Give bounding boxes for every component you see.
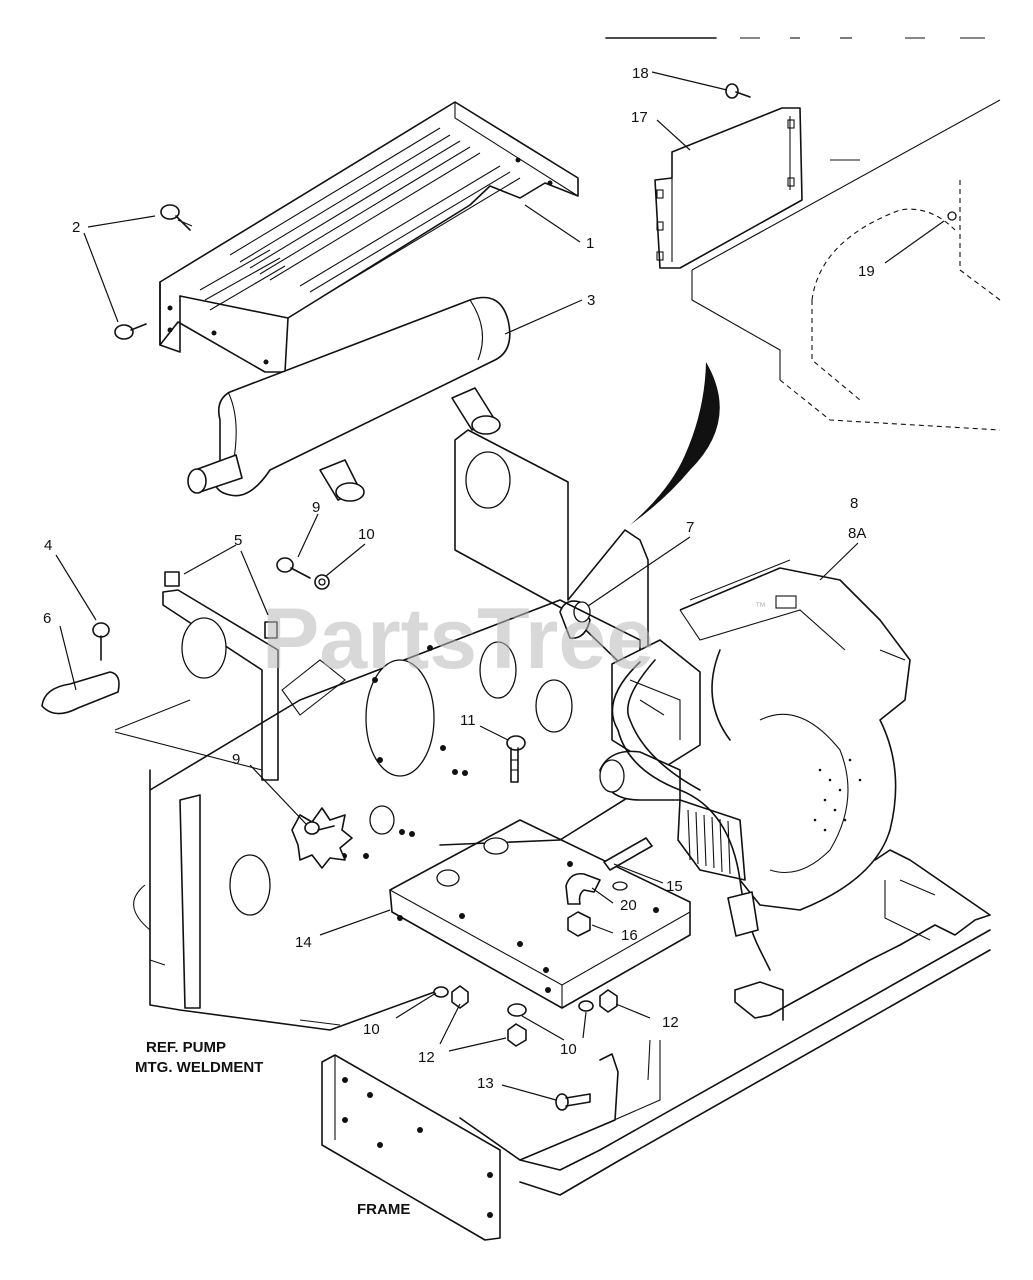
callout-10-upper: 10 (358, 526, 375, 543)
clip-5-right (264, 621, 278, 639)
callout-4: 4 (44, 537, 52, 554)
washer-10-right (578, 1000, 594, 1012)
captions: REF. PUMP MTG. WELDMENT FRAME (135, 1039, 410, 1218)
callout-1: 1 (586, 235, 594, 252)
heat-shield (159, 101, 579, 373)
pump-mounting-weldment (133, 599, 641, 1031)
callout-9-lower: 9 (232, 751, 240, 768)
callout-17: 17 (631, 109, 648, 126)
callout-7: 7 (686, 519, 694, 536)
callout-8: 8 (850, 495, 858, 512)
engine (599, 559, 911, 971)
callout-13: 13 (477, 1075, 494, 1092)
washer-10-middle (507, 1003, 527, 1017)
callout-15: 15 (666, 878, 683, 895)
callout-19: 19 (858, 263, 875, 280)
callout-16: 16 (621, 927, 638, 944)
mounting-plate-17 (654, 107, 803, 269)
shield-slots (199, 127, 521, 311)
muffler (187, 296, 511, 502)
washer-10-left (433, 986, 449, 998)
bolt-4 (92, 622, 110, 661)
caption-frame: FRAME (357, 1201, 410, 1218)
screw-2-upper (160, 204, 193, 231)
callout-6: 6 (43, 610, 51, 627)
watermark-text: PartsTree (262, 591, 654, 687)
nut-10-upper (314, 574, 330, 590)
callout-14: 14 (295, 934, 312, 951)
callout-12-left: 12 (418, 1049, 435, 1066)
tube-6 (41, 671, 120, 715)
clip-5-left (164, 571, 180, 587)
callout-11: 11 (460, 712, 476, 729)
mounting-bracket-14 (389, 819, 691, 1009)
callout-labels: 1 2 3 4 5 6 7 8 8A 9 9 10 10 10 11 12 12… (43, 65, 875, 1092)
muffler-bracket (114, 429, 649, 781)
nut-12-right (599, 989, 618, 1013)
engine-housing-outline (691, 99, 1001, 431)
bolt-11 (506, 735, 526, 783)
callout-8a: 8A (848, 525, 866, 542)
pin-15 (603, 837, 653, 871)
caption-ref-pump: REF. PUMP (146, 1039, 226, 1056)
callout-20: 20 (620, 897, 637, 914)
bolt-18 (725, 83, 751, 99)
screw-2-lower (114, 323, 147, 340)
nut-16 (567, 911, 591, 937)
direction-arrow (630, 362, 720, 525)
bolt-9-upper (276, 557, 311, 579)
watermark-trademark: ™ (755, 601, 766, 613)
leader-lines (55, 71, 945, 1101)
bolt-13 (555, 1093, 591, 1111)
callout-10-right: 10 (560, 1041, 577, 1058)
bolt-9-lower (291, 807, 353, 869)
callout-2: 2 (72, 219, 80, 236)
nut-12-left (451, 985, 469, 1009)
callout-9-upper: 9 (312, 499, 320, 516)
elbow-fitting-20 (565, 872, 628, 905)
callout-12-right: 12 (662, 1014, 679, 1031)
caption-mtg-weldment: MTG. WELDMENT (135, 1059, 263, 1076)
frame (321, 849, 991, 1241)
callout-10-left: 10 (363, 1021, 380, 1038)
callout-3: 3 (587, 292, 595, 309)
nut-12-middle (507, 1023, 527, 1047)
watermark: PartsTree ™ (262, 591, 766, 687)
callout-18: 18 (632, 65, 649, 82)
callout-5: 5 (234, 532, 242, 549)
